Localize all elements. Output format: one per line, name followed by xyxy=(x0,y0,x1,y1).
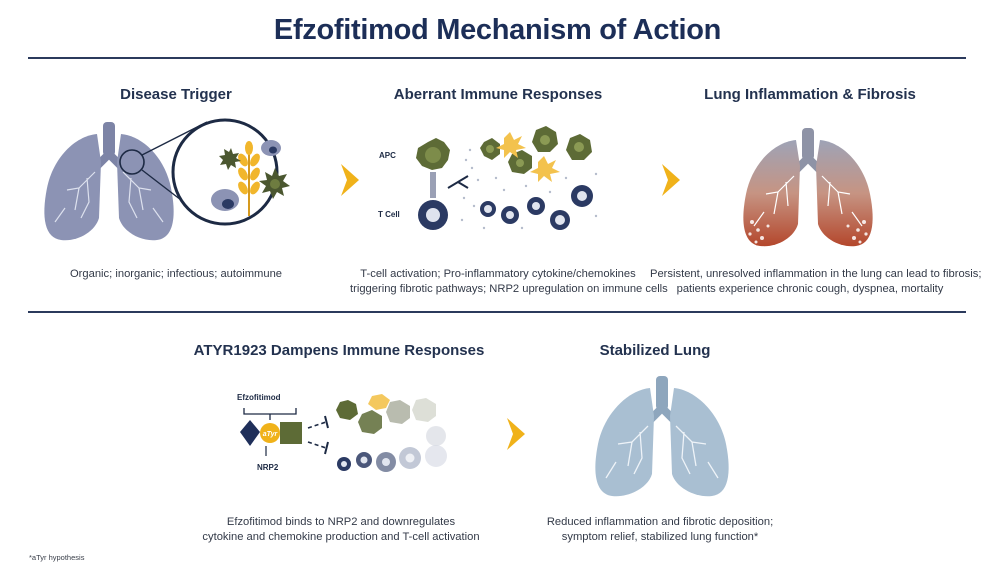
panel-title-stabilized-lung: Stabilized Lung xyxy=(599,342,711,359)
zoom-magnified-view xyxy=(171,118,290,226)
efzofitimod-binding-illustration: aTyr xyxy=(240,394,447,472)
caption-atyr1923-2: cytokine and chemokine production and T-… xyxy=(202,531,480,543)
footnote: *aTyr hypothesis xyxy=(29,553,85,562)
label-nrp2: NRP2 xyxy=(257,463,279,472)
caption-stabilized-lung-2: symptom relief, stabilized lung function… xyxy=(561,531,759,543)
zoom-circle-icon xyxy=(119,149,145,175)
inhibition-icon xyxy=(307,415,329,455)
section-divider xyxy=(28,311,966,313)
caption-stabilized-lung-1: Reduced inflammation and fibrotic deposi… xyxy=(546,516,774,528)
label-apc: APC xyxy=(379,151,396,160)
caption-disease-trigger: Organic; inorganic; infectious; autoimmu… xyxy=(69,268,283,280)
grain-icon xyxy=(238,141,260,216)
page-title: Efzofitimod Mechanism of Action xyxy=(273,14,722,46)
label-atyr: aTyr xyxy=(263,431,279,438)
caption-aberrant-immune-1: T-cell activation; Pro-inflammatory cyto… xyxy=(360,268,636,280)
caption-lung-fibrosis-1: Persistent, unresolved inflammation in t… xyxy=(650,268,982,280)
panel-title-disease-trigger: Disease Trigger xyxy=(120,86,232,103)
chevron-arrow-icon xyxy=(507,418,525,450)
label-efzofitimod: Efzofitimod xyxy=(237,393,281,402)
disease-trigger-illustration xyxy=(44,118,290,241)
t-cell-icon xyxy=(418,200,448,230)
caption-atyr1923-1: Efzofitimod binds to NRP2 and downregula… xyxy=(226,516,456,528)
aberrant-immune-illustration xyxy=(416,126,598,230)
apc-cell-icon xyxy=(416,138,450,170)
dampened-apc-cluster xyxy=(336,394,446,446)
dampened-t-cell-cluster xyxy=(337,445,447,472)
caption-lung-fibrosis-2: patients experience chronic cough, dyspn… xyxy=(676,283,944,295)
panel-title-lung-fibrosis: Lung Inflammation & Fibrosis xyxy=(704,86,916,103)
label-t-cell: T Cell xyxy=(378,210,400,219)
stabilized-lung-icon xyxy=(595,376,729,497)
fibrotic-lung-icon xyxy=(743,128,873,247)
cytokine-icon xyxy=(496,132,560,182)
panel-title-atyr1923: ATYR1923 Dampens Immune Responses xyxy=(193,342,485,359)
chevron-arrow-icon xyxy=(662,164,680,196)
lung-icon xyxy=(44,122,174,241)
panel-title-aberrant-immune: Aberrant Immune Responses xyxy=(393,86,603,103)
header-divider xyxy=(28,57,966,59)
caption-aberrant-immune-2: triggering fibrotic pathways; NRP2 upreg… xyxy=(350,283,668,295)
chevron-arrow-icon xyxy=(341,164,359,196)
receptor-icon xyxy=(240,420,302,446)
